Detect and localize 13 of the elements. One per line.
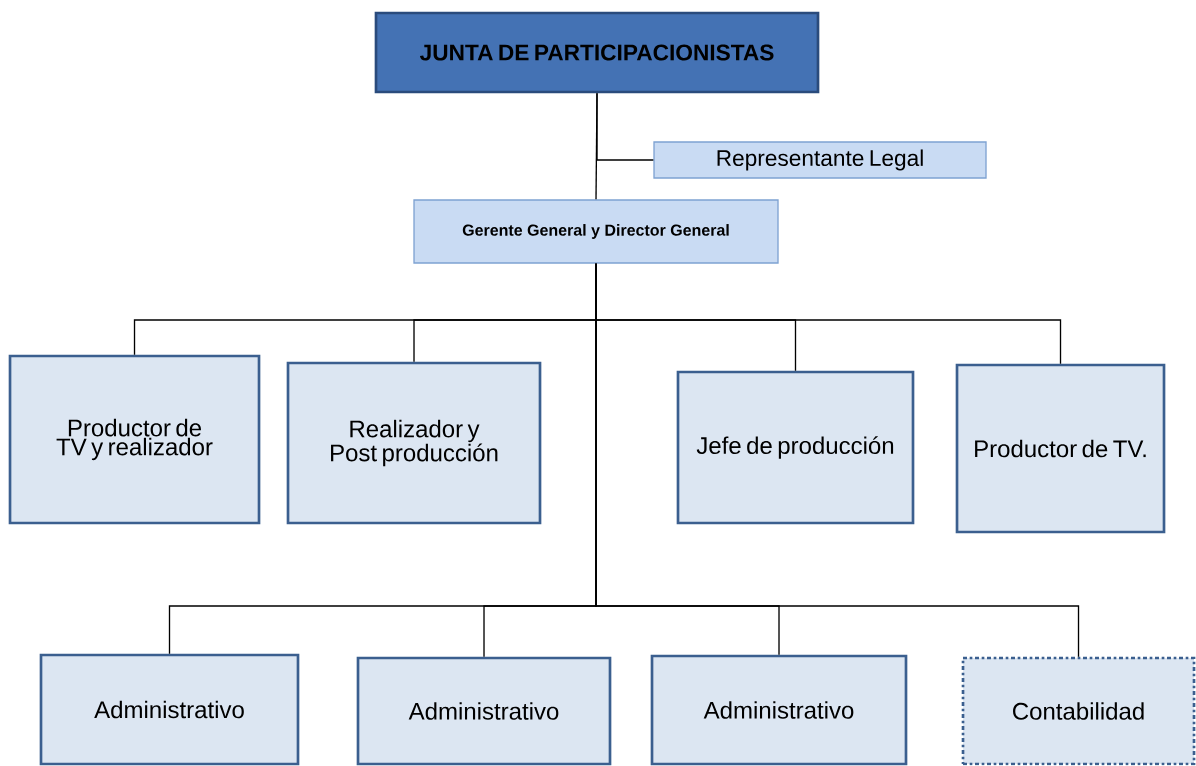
- department-box: Administrativo: [356, 656, 612, 766]
- board-box: JUNTA DE PARTICIPACIONISTAS: [374, 11, 820, 94]
- department-box: Productor de TV y realizador: [8, 354, 261, 525]
- connector-line: [595, 263, 1080, 658]
- role-box: Representante Legal: [653, 141, 987, 179]
- department-box: Realizador y Post producción: [286, 361, 542, 525]
- connector-line: [595, 92, 598, 200]
- role-box: Gerente General y Director General: [413, 199, 779, 264]
- department-box: Jefe de producción: [676, 370, 915, 525]
- department-box: Administrativo: [650, 654, 908, 766]
- department-box: Administrativo: [39, 653, 300, 766]
- department-box: Contabilidad: [961, 656, 1196, 766]
- department-box: Productor de TV.: [955, 363, 1166, 534]
